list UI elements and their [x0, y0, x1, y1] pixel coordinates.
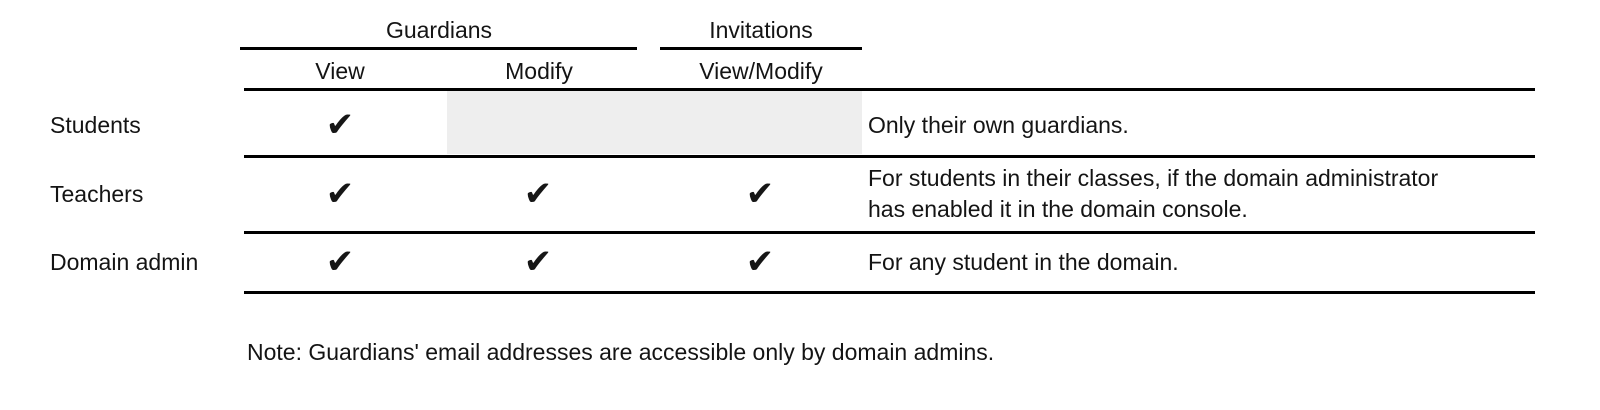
description-domain-admin: For any student in the domain.	[868, 249, 1179, 275]
description-teachers-line-2: has enabled it in the domain console.	[868, 196, 1248, 222]
row-rule-after-students	[244, 155, 1535, 158]
row-label-domain-admin: Domain admin	[50, 249, 199, 275]
row-rule-after-teachers	[244, 231, 1535, 234]
check-students-guardians-view: ✔	[325, 105, 355, 145]
table-bottom-rule	[244, 291, 1535, 294]
description-teachers-line-1: For students in their classes, if the do…	[868, 165, 1439, 191]
column-header-view: View	[315, 58, 365, 84]
column-header-view-modify: View/Modify	[699, 58, 823, 84]
row-label-students: Students	[50, 112, 141, 138]
check-teachers-guardians-modify: ✔	[523, 174, 553, 214]
table-top-rule	[244, 88, 1535, 91]
check-domain-admin-guardians-view: ✔	[325, 242, 355, 282]
column-header-modify: Modify	[505, 58, 573, 84]
spanner-header-guardians: Guardians	[385, 17, 493, 43]
check-teachers-invitations-view-modify: ✔	[745, 174, 775, 214]
cell-students-not-applicable	[447, 91, 862, 154]
table-note: Note: Guardians' email addresses are acc…	[247, 339, 995, 365]
row-label-teachers: Teachers	[50, 181, 144, 207]
check-domain-admin-guardians-modify: ✔	[523, 242, 553, 282]
spanner-rule-guardians	[240, 47, 637, 50]
description-students: Only their own guardians.	[868, 112, 1129, 138]
spanner-rule-invitations	[660, 47, 862, 50]
spanner-header-invitations: Invitations	[709, 17, 813, 43]
check-teachers-guardians-view: ✔	[325, 174, 355, 214]
check-domain-admin-invitations-view-modify: ✔	[745, 242, 775, 282]
